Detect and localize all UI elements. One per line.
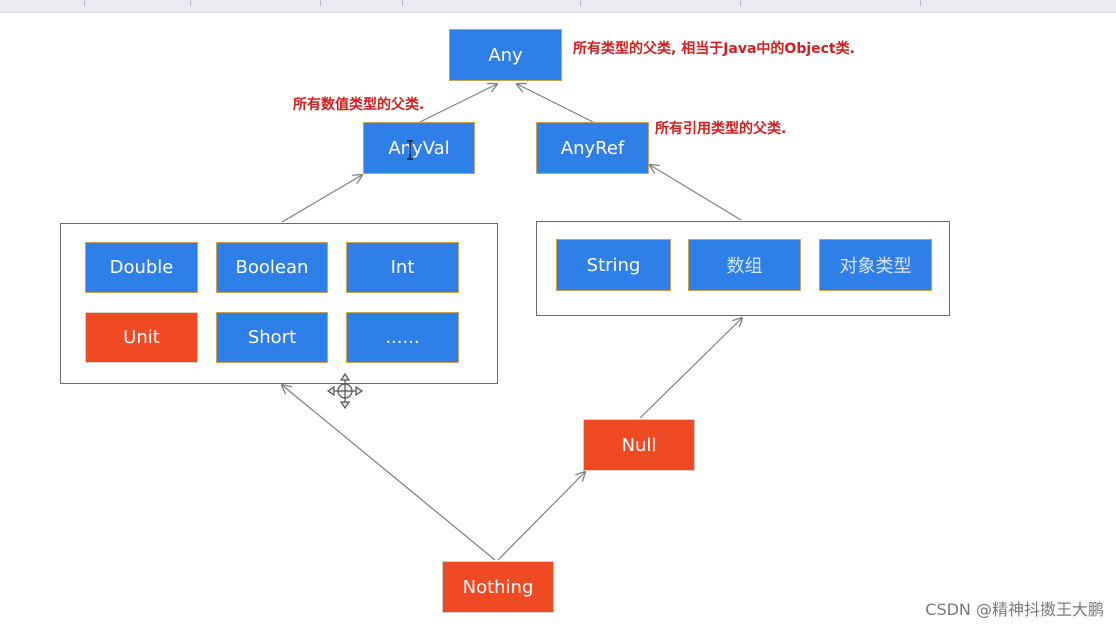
arrow-refgroup-to-anyref [650, 165, 742, 221]
node-null-label: Null [621, 434, 657, 456]
node-nothing-label: Nothing [462, 576, 534, 598]
node-anyval-label: AnyVal [388, 137, 450, 159]
note-anyref: 所有引用类型的父类. [655, 121, 787, 137]
window-top-strip [0, 0, 1116, 13]
node-anyref[interactable]: AnyRef [536, 122, 649, 174]
node-boolean[interactable]: Boolean [216, 242, 328, 293]
move-cursor-icon [326, 372, 364, 410]
node-array[interactable]: 数组 [688, 239, 801, 291]
node-null[interactable]: Null [583, 419, 695, 471]
node-object-type-label: 对象类型 [839, 256, 912, 277]
node-double[interactable]: Double [85, 242, 198, 293]
note-anyval: 所有数值类型的父类. [293, 97, 425, 113]
node-anyval[interactable]: AnyVal [363, 122, 475, 174]
node-more-value-types[interactable]: ...... [346, 312, 459, 363]
arrow-anyval-to-any [419, 84, 497, 123]
node-double-label: Double [109, 257, 174, 278]
node-unit[interactable]: Unit [85, 312, 198, 363]
node-string-label: String [586, 254, 641, 276]
node-short[interactable]: Short [216, 312, 328, 363]
arrow-null-to-refgroup [639, 318, 742, 419]
node-int-label: Int [390, 257, 415, 278]
node-short-label: Short [247, 327, 297, 348]
node-string[interactable]: String [556, 239, 671, 291]
node-more-label: ...... [385, 327, 420, 348]
note-any: 所有类型的父类, 相当于Java中的Object类. [573, 41, 855, 57]
node-any[interactable]: Any [449, 29, 562, 81]
node-unit-label: Unit [123, 327, 160, 348]
node-object-type[interactable]: 对象类型 [819, 239, 932, 291]
text-cursor-icon [407, 140, 413, 160]
node-array-label: 数组 [726, 256, 763, 277]
node-boolean-label: Boolean [235, 257, 309, 278]
watermark: CSDN @精神抖擞王大鹏 [925, 600, 1104, 619]
node-any-label: Any [488, 44, 523, 66]
arrow-anyref-to-any [517, 84, 594, 123]
node-int[interactable]: Int [346, 242, 459, 293]
arrow-nothing-to-valgroup [282, 385, 496, 561]
node-nothing[interactable]: Nothing [442, 561, 554, 613]
node-anyref-label: AnyRef [560, 137, 625, 159]
arrow-nothing-to-null [497, 472, 585, 561]
arrow-valgroup-to-anyval [281, 175, 362, 223]
